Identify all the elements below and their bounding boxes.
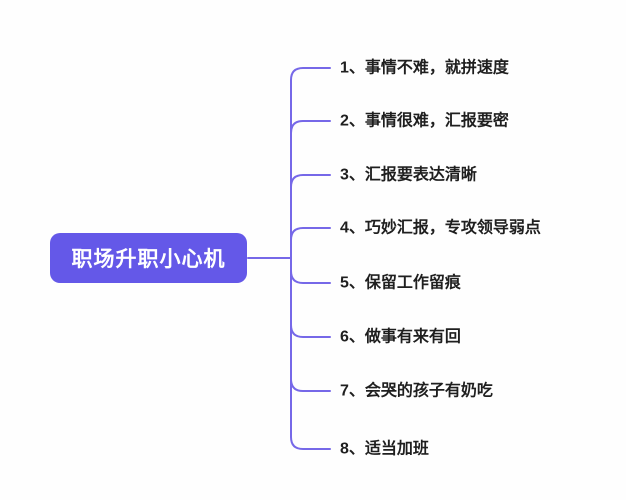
branch-topic[interactable]: 2、事情很难，汇报要密 (340, 112, 509, 130)
connector-line (290, 120, 331, 134)
root-topic-label: 职场升职小心机 (71, 248, 226, 271)
branch-topic[interactable]: 5、保留工作留痕 (340, 274, 461, 292)
connector-line (290, 174, 331, 188)
connector-line (290, 270, 331, 284)
branch-topic[interactable]: 6、做事有来有回 (340, 328, 461, 346)
root-topic-node[interactable]: 职场升职小心机 (50, 233, 247, 283)
branch-topic[interactable]: 8、适当加班 (340, 440, 429, 458)
connector-line (290, 324, 331, 338)
connector-line (290, 67, 331, 450)
connector-line (290, 378, 331, 392)
connector-line (290, 227, 331, 241)
branch-topic[interactable]: 3、汇报要表达清晰 (340, 166, 477, 184)
branch-topic[interactable]: 7、会哭的孩子有奶吃 (340, 382, 493, 400)
branch-topic[interactable]: 4、巧妙汇报，专攻领导弱点 (340, 219, 541, 237)
branch-topic[interactable]: 1、事情不难，就拼速度 (340, 59, 509, 77)
